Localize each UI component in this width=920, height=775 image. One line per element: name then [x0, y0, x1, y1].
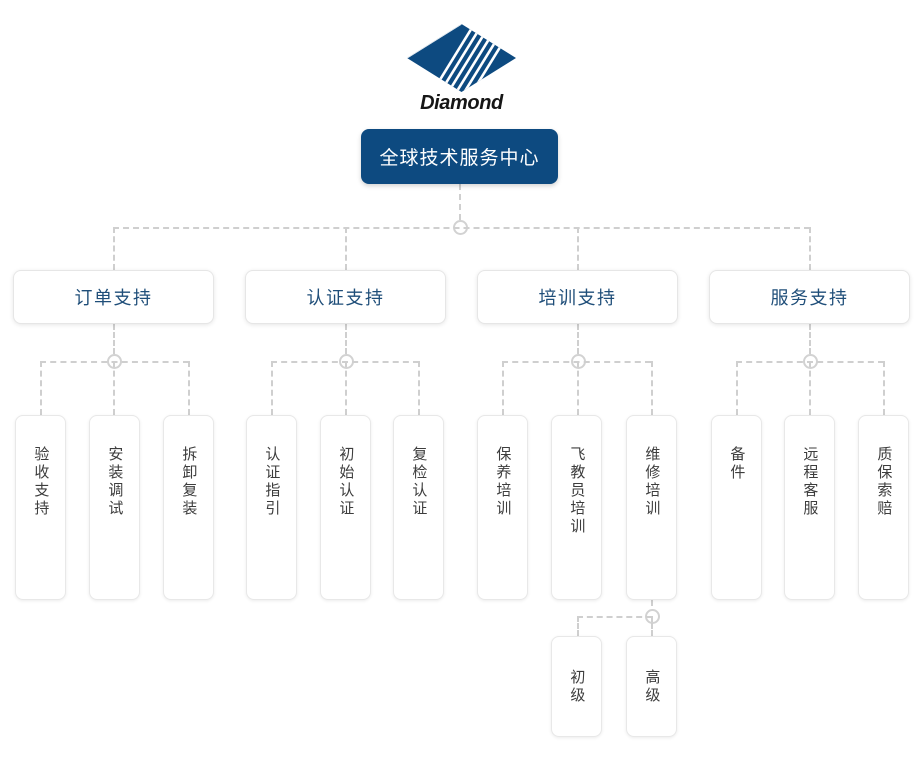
node-leaf-label: 初始认证	[337, 446, 355, 518]
node-leaf-label: 验收支持	[32, 446, 50, 518]
brand-logo: Diamond	[404, 22, 519, 117]
node-leaf-label: 拆卸复装	[180, 446, 198, 518]
connector-drop-leaf-4-2	[809, 361, 811, 415]
node-leaf-warranty-claim[interactable]: 质保索赔	[858, 415, 909, 600]
node-sub-label: 高级	[643, 668, 661, 705]
connector-drop-leaf-3-3	[651, 361, 653, 415]
node-sub-repair-training-basic[interactable]: 初级	[551, 636, 602, 737]
node-leaf-maintenance-training[interactable]: 保养培训	[477, 415, 528, 600]
node-leaf-flight-instructor-training[interactable]: 飞教员培训	[551, 415, 602, 600]
node-leaf-spare-parts[interactable]: 备件	[711, 415, 762, 600]
node-branch-service-support[interactable]: 服务支持	[709, 270, 910, 324]
connector-root-stem	[459, 184, 461, 220]
node-leaf-recheck-certification[interactable]: 复检认证	[393, 415, 444, 600]
node-leaf-label: 保养培训	[494, 446, 512, 518]
connector-drop-leaf-4-1	[736, 361, 738, 415]
node-leaf-certification-guidance[interactable]: 认证指引	[246, 415, 297, 600]
node-leaf-remote-customer-service[interactable]: 远程客服	[784, 415, 835, 600]
node-leaf-label: 备件	[728, 446, 746, 482]
node-branch-training-support[interactable]: 培训支持	[477, 270, 678, 324]
node-leaf-label: 飞教员培训	[568, 446, 586, 536]
node-branch-order-support[interactable]: 订单支持	[13, 270, 214, 324]
node-leaf-label: 安装调试	[106, 446, 124, 518]
node-leaf-label: 复检认证	[410, 446, 428, 518]
connector-branch-3-stem	[577, 324, 579, 354]
node-leaf-initial-certification[interactable]: 初始认证	[320, 415, 371, 600]
node-root[interactable]: 全球技术服务中心	[361, 129, 558, 184]
node-leaf-disassembly-reassembly[interactable]: 拆卸复装	[163, 415, 214, 600]
node-leaf-repair-training[interactable]: 维修培训	[626, 415, 677, 600]
connector-drop-sub-2	[651, 616, 653, 636]
connector-drop-sub-1	[577, 616, 579, 636]
connector-repair-stem	[651, 600, 653, 616]
connector-bus-branch-3	[502, 361, 651, 363]
node-leaf-label: 质保索赔	[875, 446, 893, 518]
node-branch-certification-support[interactable]: 认证支持	[245, 270, 446, 324]
connector-bus-repair	[577, 616, 652, 618]
connector-drop-branch-3	[577, 227, 579, 270]
connector-drop-leaf-3-2	[577, 361, 579, 415]
connector-drop-leaf-1-1	[40, 361, 42, 415]
connector-drop-leaf-2-2	[345, 361, 347, 415]
connector-drop-leaf-2-1	[271, 361, 273, 415]
node-sub-repair-training-advanced[interactable]: 高级	[626, 636, 677, 737]
node-leaf-installation-commissioning[interactable]: 安装调试	[89, 415, 140, 600]
brand-wordmark: Diamond	[420, 92, 503, 114]
connector-drop-leaf-1-2	[113, 361, 115, 415]
connector-drop-leaf-3-1	[502, 361, 504, 415]
node-sub-label: 初级	[568, 668, 586, 705]
connector-drop-leaf-1-3	[188, 361, 190, 415]
connector-branch-1-stem	[113, 324, 115, 354]
connector-drop-branch-4	[809, 227, 811, 270]
connector-bus-level2	[113, 227, 810, 229]
diamond-logo-icon	[407, 24, 516, 92]
connector-drop-branch-2	[345, 227, 347, 270]
node-leaf-acceptance-support[interactable]: 验收支持	[15, 415, 66, 600]
connector-drop-leaf-4-3	[883, 361, 885, 415]
connector-branch-2-stem	[345, 324, 347, 354]
node-leaf-label: 远程客服	[801, 446, 819, 518]
connector-branch-4-stem	[809, 324, 811, 354]
connector-drop-branch-1	[113, 227, 115, 270]
node-leaf-label: 维修培训	[643, 446, 661, 518]
node-leaf-label: 认证指引	[263, 446, 281, 518]
connector-drop-leaf-2-3	[418, 361, 420, 415]
